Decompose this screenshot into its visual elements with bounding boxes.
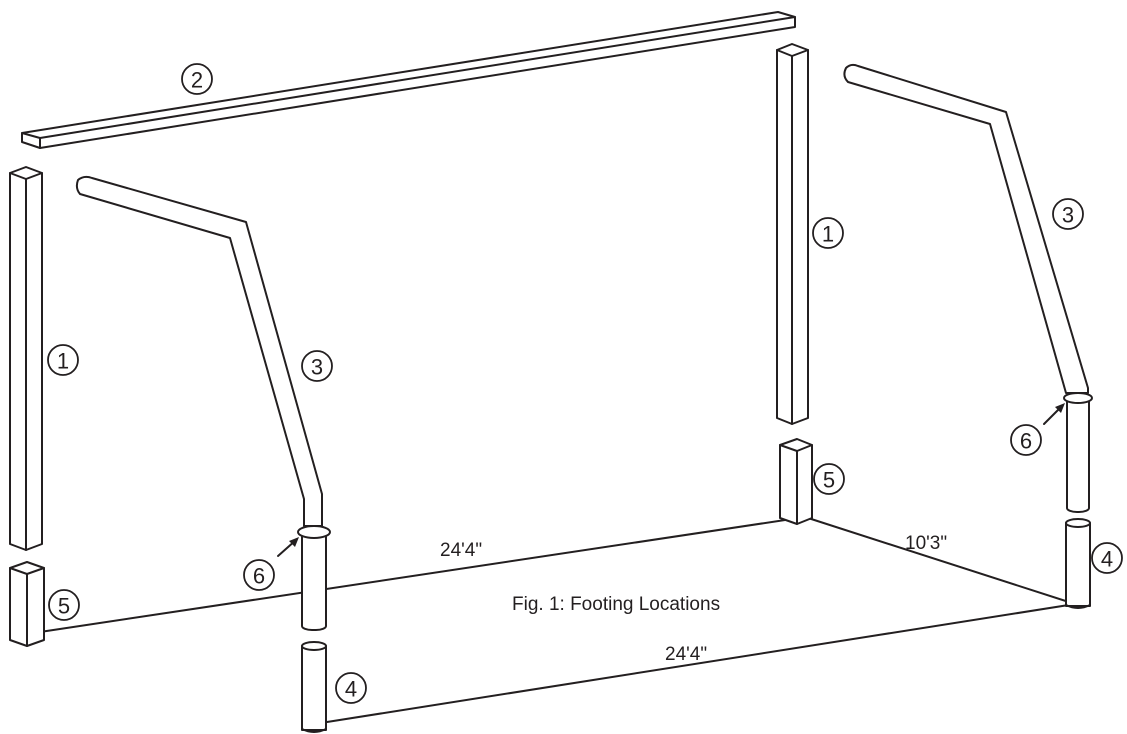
callout-footing-round-front-label: 4 — [345, 677, 357, 702]
dimension-back-length: 24'4" — [440, 540, 482, 561]
callout-arch-right-label: 3 — [1062, 203, 1074, 228]
left-square-footing — [9, 561, 45, 647]
back-left-floor-line — [39, 516, 806, 633]
callout-beam-label: 2 — [191, 68, 203, 93]
callout-footing-square-back-label: 5 — [823, 468, 835, 493]
back-square-footing — [779, 438, 813, 525]
right-arch — [843, 63, 1093, 513]
callout-beam: 2 — [181, 63, 213, 95]
callout-post-right: 1 — [812, 217, 844, 249]
callout-post-left-label: 1 — [57, 349, 69, 374]
left-arch — [75, 175, 331, 631]
callout-joint-right: 6 — [1010, 424, 1042, 456]
joint-arrows — [277, 403, 1065, 557]
callout-joint-right-label: 6 — [1020, 429, 1032, 454]
dimension-side-width: 10'3" — [905, 533, 947, 554]
callout-arch-left-label: 3 — [311, 355, 323, 380]
callout-footing-round-right-label: 4 — [1101, 547, 1113, 572]
callout-arch-right: 3 — [1052, 198, 1084, 230]
right-arch-joint — [1063, 392, 1093, 404]
right-round-footing — [1065, 518, 1091, 609]
callout-footing-square-back: 5 — [813, 463, 845, 495]
front-round-footing — [301, 641, 327, 733]
callout-joint-left-label: 6 — [253, 564, 265, 589]
left-post — [9, 166, 43, 551]
footing-layout-lines — [39, 516, 1076, 723]
callout-footing-square-left-label: 5 — [58, 594, 70, 619]
callout-joint-left: 6 — [243, 559, 275, 591]
top-beam — [21, 11, 796, 149]
callout-footing-round-right: 4 — [1091, 542, 1123, 574]
right-joint-arrowhead — [1055, 403, 1065, 413]
left-arch-joint — [297, 525, 331, 539]
dimension-front-length: 24'4" — [665, 644, 707, 665]
callout-post-right-label: 1 — [822, 222, 834, 247]
left-joint-arrowhead — [289, 537, 299, 547]
front-floor-line — [326, 603, 1076, 723]
callout-arch-left: 3 — [301, 350, 333, 382]
right-post — [776, 43, 809, 425]
callout-post-left: 1 — [47, 344, 79, 376]
callout-footing-square-left: 5 — [48, 589, 80, 621]
back-right-floor-line — [804, 516, 1076, 605]
figure-caption: Fig. 1: Footing Locations — [512, 594, 720, 615]
callout-footing-round-front: 4 — [335, 672, 367, 704]
